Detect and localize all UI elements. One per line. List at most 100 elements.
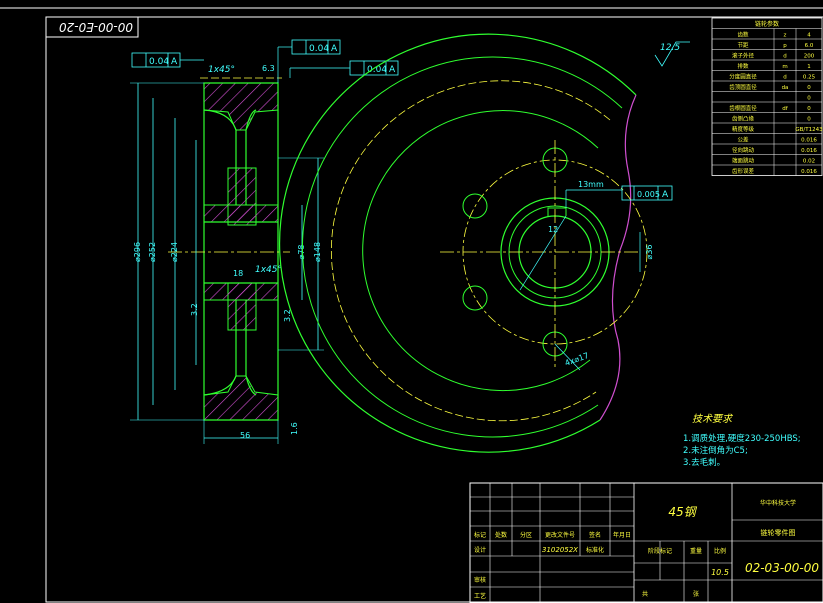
params-cell: d xyxy=(783,54,787,60)
roughness-main: 12.5 xyxy=(660,43,680,53)
tolerance-frame-1: 0.04 A xyxy=(131,52,204,68)
tb-drawing-number: 02-03-00-00 xyxy=(745,561,819,575)
dim-hub: 18 xyxy=(233,269,243,278)
tb-doc: 更改文件号 xyxy=(545,531,575,539)
dim-d1: ⌀296 xyxy=(133,242,142,262)
params-cell: 0.016 xyxy=(801,148,817,154)
roughness-32b: 3.2 xyxy=(190,303,199,316)
dim-d5: ⌀148 xyxy=(313,242,322,262)
tech-req-line-1: 1.调质处理,硬度230-250HBS; xyxy=(683,433,801,444)
tb-mark: 标记 xyxy=(474,531,486,539)
datum-3: A xyxy=(389,65,396,75)
tb-process: 工艺 xyxy=(474,592,486,600)
params-cell: p xyxy=(783,43,787,49)
params-cell: 0.016 xyxy=(801,138,817,144)
title-block: 标记 处数 分区 更改文件号 签名 年月日 设计 3102052X 标准化 审核… xyxy=(469,482,823,603)
tb-material: 45钢 xyxy=(668,505,697,519)
tol-value-2: 0.04 xyxy=(309,44,329,54)
roughness-63: 6.3 xyxy=(262,64,275,73)
tb-check: 审核 xyxy=(474,576,486,584)
drawing-code-text: 00-00-E0-20 xyxy=(59,20,133,34)
tolerance-frame-3: 0.04 A xyxy=(289,60,399,78)
tech-req-line-2: 2.未注倒角为C5; xyxy=(683,445,748,456)
params-cell: 0 xyxy=(807,117,811,123)
params-cell: 0 xyxy=(807,106,811,112)
params-cell: 齿侧凸缘 xyxy=(732,115,755,123)
params-cell: 径向跳动 xyxy=(732,146,755,154)
chamfer-hub: 1x45° xyxy=(255,265,282,275)
params-cell: 齿数 xyxy=(737,31,749,39)
params-cell: 0.25 xyxy=(803,75,816,81)
tb-sign: 签名 xyxy=(589,531,601,539)
params-cell: 齿形误差 xyxy=(732,167,755,175)
params-cell: da xyxy=(782,85,789,91)
params-cell: GB/T1243 xyxy=(795,127,823,133)
tol-value-1: 0.04 xyxy=(149,57,169,67)
params-cell: 节距 xyxy=(737,41,749,49)
tb-school: 华中科技大学 xyxy=(760,499,796,507)
tb-date: 年月日 xyxy=(613,531,631,539)
dim-d3: ⌀224 xyxy=(170,242,179,262)
params-cell: 0 xyxy=(807,96,811,102)
tb-weight: 重量 xyxy=(690,547,702,555)
drawing-code-box: 00-00-E0-20 xyxy=(45,16,139,38)
tb-zone: 分区 xyxy=(520,531,532,539)
datum-1: A xyxy=(171,57,178,67)
tol-value-3: 0.04 xyxy=(367,65,387,75)
params-cell: 1 xyxy=(807,64,811,70)
params-cell: 排数 xyxy=(737,62,749,70)
tb-part-name: 链轮零件图 xyxy=(761,528,796,537)
tb-sheet: 共 xyxy=(642,590,648,598)
params-cell: 0 xyxy=(807,85,811,91)
tb-count: 处数 xyxy=(495,531,507,539)
section-view: 0.04 A 0.04 A 0.04 A 1x45° 1x45° 6.3 18 … xyxy=(130,39,399,444)
drawing-frame xyxy=(0,7,823,603)
tech-req-heading: 技术要求 xyxy=(692,413,734,425)
params-cell: 0.016 xyxy=(801,169,817,175)
dim-key: 13mm xyxy=(578,180,604,189)
chamfer-top: 1x45° xyxy=(208,65,235,75)
params-cell: 0.02 xyxy=(803,159,815,165)
tb-scale: 10.5 xyxy=(711,568,729,577)
tb-part-code: 3102052X xyxy=(542,546,578,554)
params-cell: 6.0 xyxy=(805,43,814,49)
params-cell: 滚子外径 xyxy=(732,52,755,60)
roughness-32: 3.2 xyxy=(283,309,292,322)
dim-d6: ⌀36 xyxy=(645,245,654,260)
front-view: 0.005 A 13mm 12 4x⌀17 ⌀36 12.5 xyxy=(278,33,690,453)
dim-width: 56 xyxy=(240,431,250,440)
params-cell: 200 xyxy=(804,54,815,60)
params-cell: 分度圆直径 xyxy=(729,73,757,81)
params-cell: 公差 xyxy=(737,136,749,144)
params-cell: 精度等级 xyxy=(732,125,755,133)
tol-value-4: 0.005 xyxy=(637,190,660,199)
params-cell: 4 xyxy=(807,33,811,39)
tb-ratio: 比例 xyxy=(714,547,726,555)
tb-sheet2: 张 xyxy=(693,590,699,598)
tb-design: 设计 xyxy=(474,546,486,554)
dim-bore: 12 xyxy=(548,225,558,234)
params-cell: z xyxy=(784,33,787,39)
datum-4: A xyxy=(662,190,669,200)
tb-std: 标准化 xyxy=(586,546,604,554)
params-cell: 齿根圆直径 xyxy=(729,104,757,112)
roughness-symbol: 12.5 xyxy=(654,41,690,67)
params-cell: 端面跳动 xyxy=(732,157,755,165)
datum-2: A xyxy=(331,44,338,54)
dim-hole: 4x⌀17 xyxy=(564,351,590,368)
dim-d4: ⌀78 xyxy=(297,245,306,260)
technical-requirements: 技术要求 1.调质处理,硬度230-250HBS; 2.未注倒角为C5; 3.去… xyxy=(683,413,801,468)
tb-stage: 阶段标记 xyxy=(648,547,672,555)
tolerance-frame-2: 0.04 A xyxy=(277,39,341,83)
params-cell: m xyxy=(782,64,787,70)
roughness-16: 1.6 xyxy=(290,422,299,435)
params-cell: d xyxy=(783,75,787,81)
tech-req-line-3: 3.去毛刺。 xyxy=(683,457,725,468)
params-header: 链轮参数 xyxy=(755,20,779,28)
dim-d2: ⌀252 xyxy=(148,242,157,262)
params-cell: 齿顶圆直径 xyxy=(729,83,757,91)
tolerance-frame-4: 0.005 A xyxy=(621,185,673,201)
params-cell: df xyxy=(782,106,788,112)
